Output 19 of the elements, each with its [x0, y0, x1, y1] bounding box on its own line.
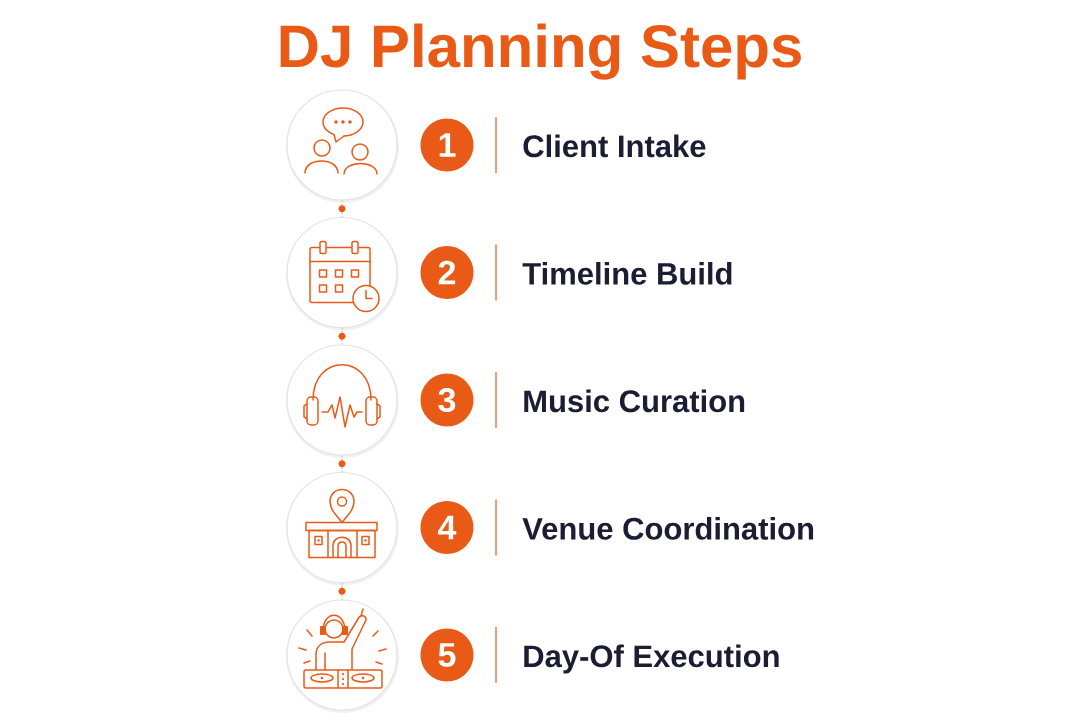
step-label: Music Curation [524, 389, 745, 413]
step-label: Timeline Build [522, 262, 732, 285]
step-label: Venue Coordination [522, 517, 814, 540]
number-badge: 4 [420, 501, 474, 554]
connector [338, 582, 346, 600]
icon-circle [286, 216, 399, 331]
icon-circle [286, 471, 399, 586]
connector [338, 455, 346, 473]
connector [338, 327, 346, 345]
number-badge: 3 [420, 373, 474, 427]
number-badge: 1 [420, 118, 474, 172]
title: DJ Planning Steps [280, 23, 801, 80]
step-label: Client Intake [523, 134, 706, 158]
icon-circle [286, 344, 399, 458]
connector [338, 200, 346, 218]
icon-circle [286, 89, 399, 203]
number-badge: 2 [420, 246, 474, 299]
step-label: Day-Of Execution [524, 644, 779, 674]
number-badge: 5 [420, 628, 474, 682]
